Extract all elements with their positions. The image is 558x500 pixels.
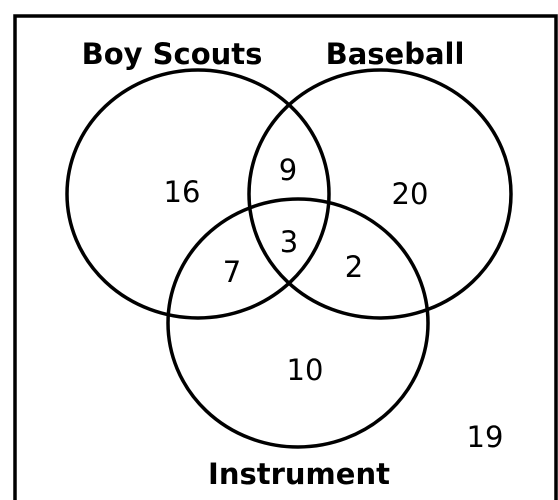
boy-scouts-label: Boy Scouts [82, 37, 263, 71]
region-boy-scouts-baseball: 9 [279, 153, 297, 187]
universe-frame [13, 14, 558, 500]
baseball-circle [247, 68, 513, 320]
instrument-circle [166, 197, 430, 449]
region-none: 19 [467, 420, 504, 454]
region-boy-scouts-instrument: 7 [223, 255, 241, 289]
baseball-label: Baseball [326, 37, 465, 71]
region-boy-scouts-only: 16 [164, 175, 201, 209]
region-instrument-only: 10 [287, 353, 324, 387]
boy-scouts-circle [65, 68, 331, 320]
instrument-label: Instrument [208, 457, 390, 491]
region-all-three: 3 [280, 225, 298, 259]
region-baseball-instrument: 2 [345, 250, 363, 284]
region-baseball-only: 20 [392, 177, 429, 211]
